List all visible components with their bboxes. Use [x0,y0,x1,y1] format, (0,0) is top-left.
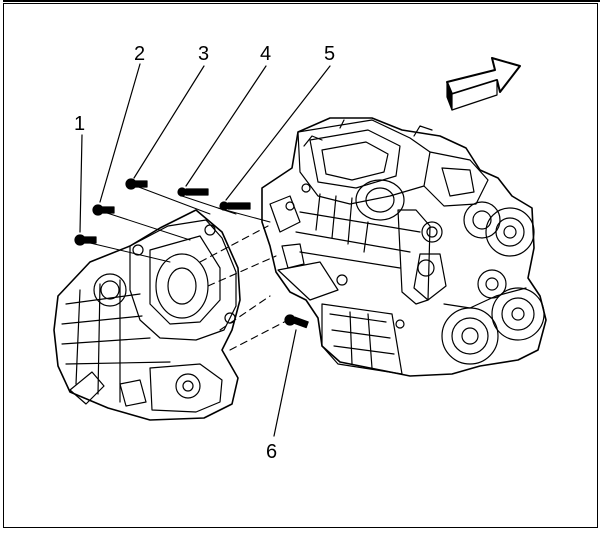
figure-frame [3,3,598,528]
alignment-lines [199,225,293,351]
front-direction-arrow-icon [446,57,521,111]
engine-drawing [261,117,547,377]
callout-4: 4 [260,43,271,65]
callout-1: 1 [74,113,85,135]
bolt-3 [125,178,148,190]
callout-3: 3 [198,43,209,65]
callout-5: 5 [324,43,335,65]
callout-2: 2 [134,43,145,65]
bolts [74,178,309,329]
bolt-6 [284,314,309,329]
callout-6: 6 [266,441,277,463]
bolt-1 [74,234,97,246]
bolt-5 [219,201,251,211]
bolt-leader-lines [85,185,271,263]
bolt-2 [92,204,115,216]
bolt-4 [177,187,209,197]
top-border [3,0,600,2]
transaxle-drawing [53,209,241,421]
callout-leaders [79,63,331,437]
